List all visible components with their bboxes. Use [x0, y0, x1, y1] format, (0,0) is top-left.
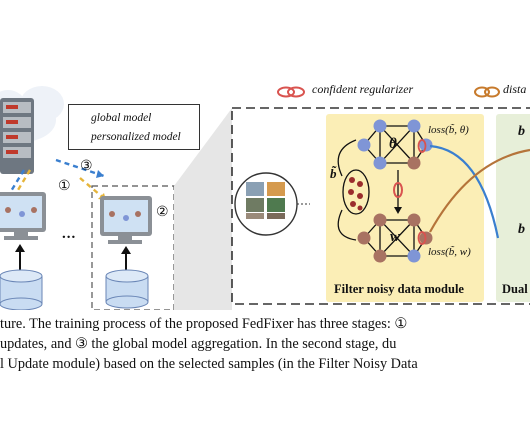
curve-to-w	[337, 209, 357, 241]
curve-blue	[429, 144, 500, 239]
legend-personalized-model: personalized model	[91, 131, 181, 143]
caption-line-3: l Update module) based on the selected s…	[0, 356, 418, 372]
loss-theta-label: loss(b̃, θ)	[428, 124, 469, 136]
legend-box: global model personalized model	[68, 104, 200, 150]
clients-ellipsis: ...	[62, 226, 77, 242]
client-2-arrow	[121, 246, 131, 272]
loss-link-icon-bottom	[417, 231, 427, 245]
figure-caption: ture. The training process of the propos…	[0, 314, 530, 374]
distance-label: dista	[503, 82, 527, 96]
step-one-label: ①	[58, 179, 71, 194]
caption-line-2: updates, and ③ the global model aggregat…	[0, 336, 397, 352]
step-two-label: ②	[156, 205, 169, 220]
curve-brown	[429, 148, 530, 233]
filter-module-label: Filter noisy data module	[334, 282, 464, 296]
confident-regularizer-icon	[277, 86, 305, 98]
dual-b-top-label: b	[518, 124, 525, 139]
client-computer-2	[100, 196, 152, 244]
selected-samples-ellipse	[342, 169, 370, 215]
curve-to-theta	[337, 139, 357, 177]
distance-icon	[474, 86, 500, 98]
figure-graphic	[0, 86, 530, 310]
exchange-link-icon	[393, 170, 403, 214]
client-1-arrow	[15, 244, 25, 272]
legend-global-model: global model	[91, 112, 152, 124]
dual-module-bg	[496, 114, 530, 302]
client-computer-1	[0, 192, 46, 240]
zoom-projection	[174, 108, 232, 310]
caption-line-1: ture. The training process of the propos…	[0, 316, 408, 332]
w-nodes	[357, 213, 433, 263]
w-label: w	[390, 229, 401, 245]
filter-module-bg	[326, 114, 484, 302]
b-tilde-label: b̃	[330, 166, 337, 181]
step-three-label: ③	[80, 159, 93, 174]
theta-label: θ	[389, 136, 397, 152]
loss-link-icon-top	[417, 139, 427, 153]
loss-w-label: loss(b̃, w)	[428, 246, 471, 258]
database-icon-1	[0, 269, 43, 310]
database-icon-2	[105, 269, 149, 309]
dual-b-bottom-label: b	[518, 222, 525, 237]
confident-regularizer-label: confident regularizer	[312, 82, 414, 96]
dual-module-label: Dual	[502, 282, 528, 296]
server-icon	[0, 98, 34, 174]
sample-images-circle	[234, 172, 298, 236]
